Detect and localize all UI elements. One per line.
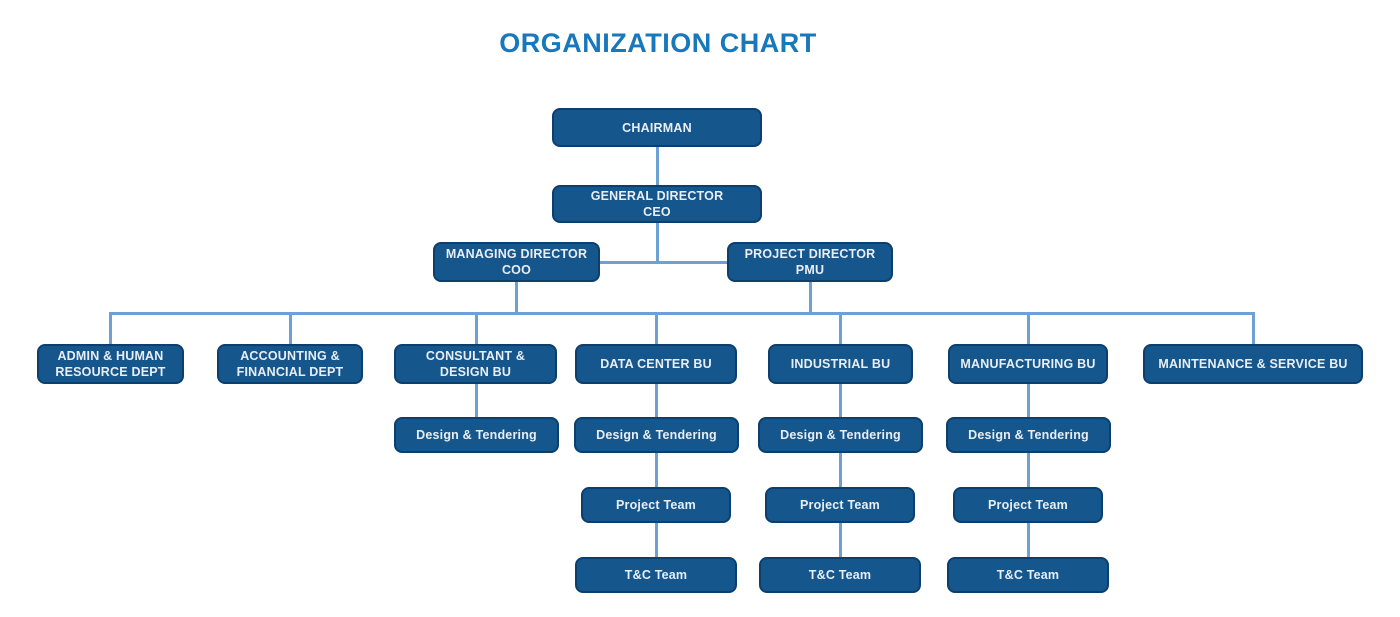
node-accounting-financial-dept: ACCOUNTING & FINANCIAL DEPT [217, 344, 363, 384]
connector [109, 312, 112, 344]
connector [839, 312, 842, 344]
node-data-center-bu: DATA CENTER BU [575, 344, 737, 384]
connector [655, 312, 658, 344]
connector [1027, 312, 1030, 344]
node-consultant-design-bu: CONSULTANT & DESIGN BU [394, 344, 557, 384]
node-datacenter-project-team: Project Team [581, 487, 731, 523]
node-manufacturing-tc-team: T&C Team [947, 557, 1109, 593]
node-industrial-project-team: Project Team [765, 487, 915, 523]
node-chairman: CHAIRMAN [552, 108, 762, 147]
connector [1027, 523, 1030, 557]
connector [1027, 384, 1030, 417]
connector [655, 384, 658, 417]
connector [839, 453, 842, 487]
node-manufacturing-design-tendering: Design & Tendering [946, 417, 1111, 453]
node-industrial-bu: INDUSTRIAL BU [768, 344, 913, 384]
connector [109, 312, 1255, 315]
node-general-director-ceo: GENERAL DIRECTOR CEO [552, 185, 762, 223]
connector [475, 312, 478, 344]
connector [1252, 312, 1255, 344]
connector [475, 384, 478, 417]
connector [839, 384, 842, 417]
connector [809, 282, 812, 313]
connector [656, 223, 659, 263]
connector [839, 523, 842, 557]
node-datacenter-tc-team: T&C Team [575, 557, 737, 593]
node-manufacturing-project-team: Project Team [953, 487, 1103, 523]
node-managing-director-coo: MANAGING DIRECTOR COO [433, 242, 600, 282]
chart-title: ORGANIZATION CHART [499, 28, 817, 58]
node-manufacturing-bu: MANUFACTURING BU [948, 344, 1108, 384]
connector [289, 312, 292, 344]
connector [655, 523, 658, 557]
node-admin-human-resource-dept: ADMIN & HUMAN RESOURCE DEPT [37, 344, 184, 384]
node-datacenter-design-tendering: Design & Tendering [574, 417, 739, 453]
node-industrial-tc-team: T&C Team [759, 557, 921, 593]
node-industrial-design-tendering: Design & Tendering [758, 417, 923, 453]
connector [515, 282, 518, 313]
node-maintenance-service-bu: MAINTENANCE & SERVICE BU [1143, 344, 1363, 384]
node-project-director-pmu: PROJECT DIRECTOR PMU [727, 242, 893, 282]
connector [1027, 453, 1030, 487]
node-consultant-design-tendering: Design & Tendering [394, 417, 559, 453]
connector [600, 261, 727, 264]
connector [655, 453, 658, 487]
connector [656, 147, 659, 185]
